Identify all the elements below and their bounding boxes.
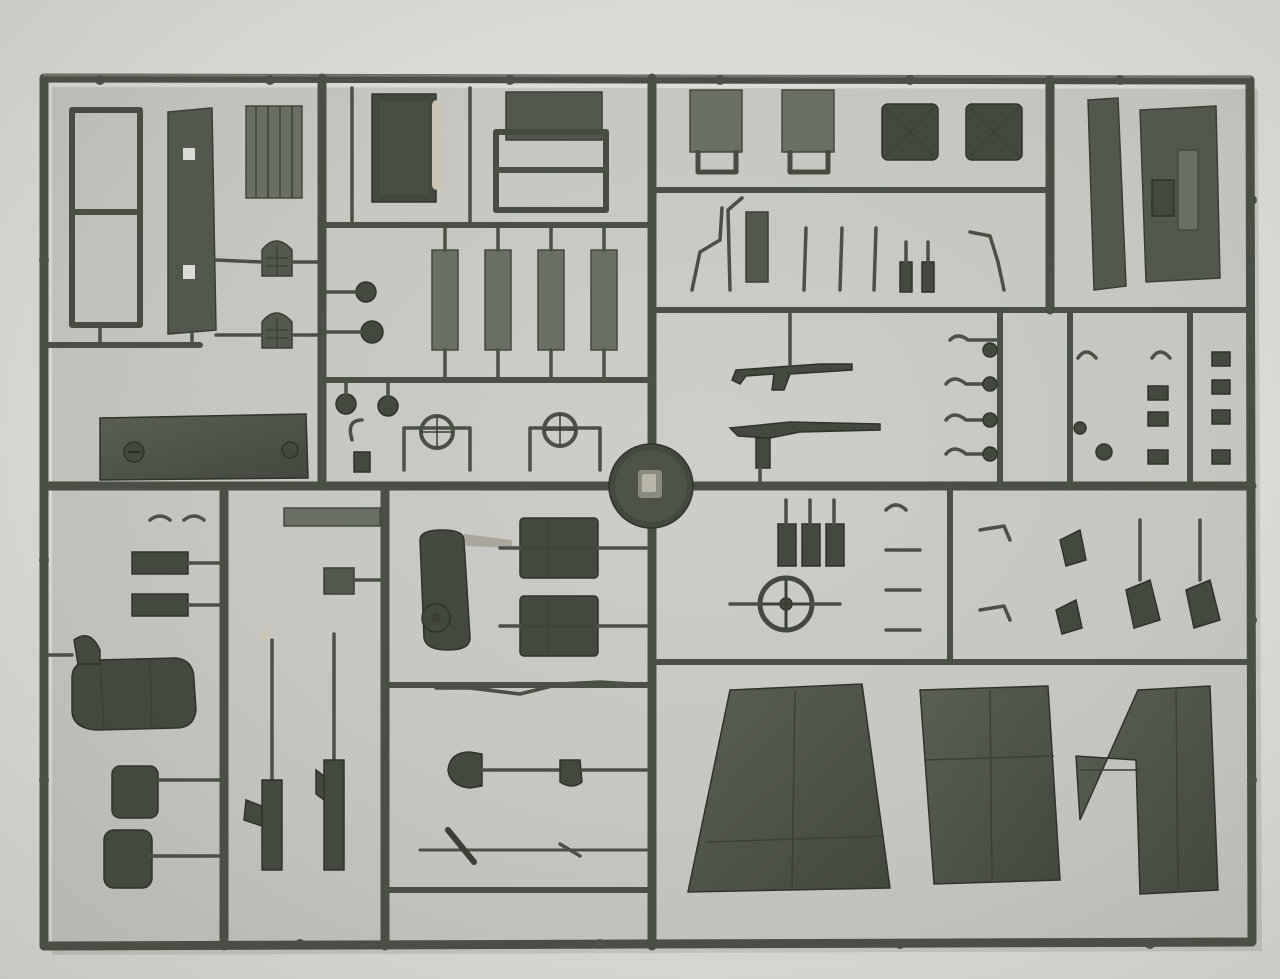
radio-box: [323, 567, 387, 595]
seat-frames: [320, 86, 609, 417]
shovel: [447, 751, 654, 789]
hooks-column-left: [944, 334, 1002, 462]
flat-bar: [283, 507, 381, 527]
rifle: [728, 421, 881, 488]
gate-nubs: [39, 75, 1257, 949]
jerrycan-faces: [881, 103, 1023, 161]
kit-bags: [103, 765, 226, 889]
flat-strips: [431, 223, 618, 382]
jerrycans: [498, 517, 654, 657]
small-brackets: [777, 498, 845, 567]
long-rod: [434, 680, 654, 696]
hand-wheels: [348, 412, 602, 473]
armor-plates: [687, 683, 1219, 895]
seat-backs: [689, 89, 835, 175]
hooks-column-right: [1073, 350, 1231, 465]
levers-and-bottles: [690, 196, 1006, 293]
machine-guns: [243, 630, 345, 871]
submachine-gun: [731, 308, 853, 391]
fuel-drum: [419, 529, 512, 651]
window-frame-parts: [69, 105, 324, 349]
clamps-and-fittings: [884, 503, 1221, 635]
rolled-tarp: [42, 635, 197, 731]
vehicle-side-panels: [1087, 97, 1221, 291]
sprue-hub: [608, 443, 694, 529]
steering-wheel: [728, 575, 842, 633]
pickaxe: [418, 827, 654, 865]
tool-box-lid: [99, 413, 309, 481]
small-clips: [131, 514, 226, 617]
